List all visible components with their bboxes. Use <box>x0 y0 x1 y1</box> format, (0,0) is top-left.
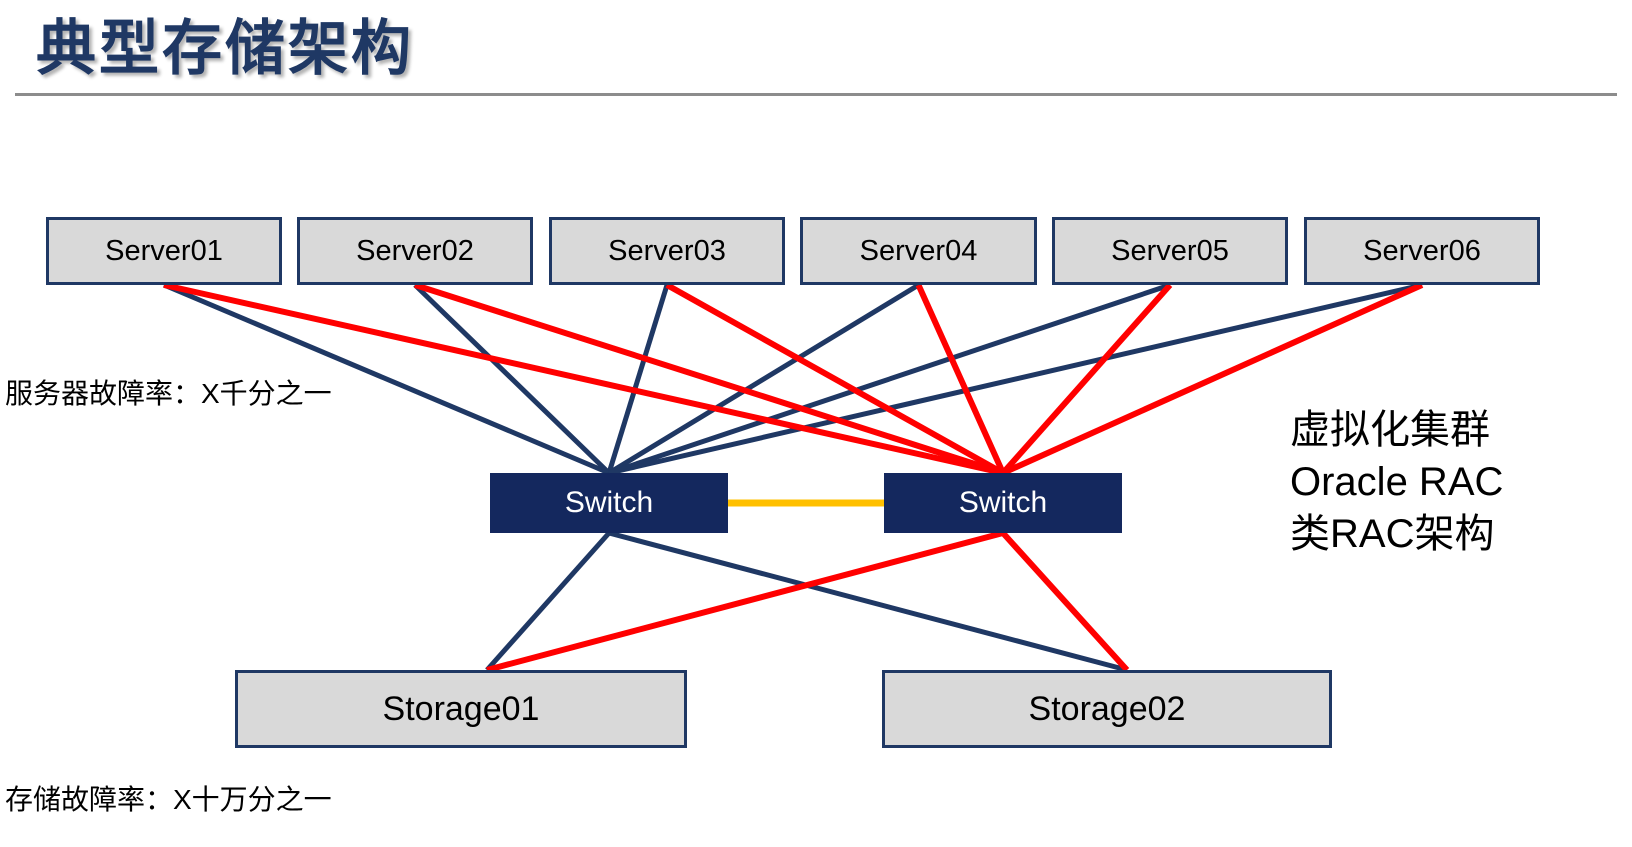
server-box-server05: Server05 <box>1052 217 1288 285</box>
cluster-note: 虚拟化集群 Oracle RAC 类RAC架构 <box>1290 404 1540 560</box>
link-switch-left-storage02 <box>608 530 1128 673</box>
server-box-server01: Server01 <box>46 217 282 285</box>
storage-box-storage01: Storage01 <box>235 670 687 748</box>
link-server03-switch-right <box>665 282 1005 476</box>
server-failure-rate-note: 服务器故障率：X千分之一 <box>5 378 332 409</box>
link-server05-switch-right <box>1000 283 1173 475</box>
switch-box-switch-right: Switch <box>884 473 1122 533</box>
link-switch-left-storage01 <box>485 531 611 672</box>
storage-label: Storage02 <box>1028 689 1186 728</box>
link-server04-switch-right <box>915 283 1006 475</box>
link-server03-switch-left <box>606 284 670 474</box>
storage-box-storage02: Storage02 <box>882 670 1332 748</box>
server-label: Server01 <box>105 234 223 267</box>
server-box-server03: Server03 <box>549 217 785 285</box>
link-server02-switch-left <box>413 283 611 475</box>
link-server01-switch-right <box>163 282 1004 476</box>
storage-failure-rate-note: 存储故障率：X十万分之一 <box>5 784 332 815</box>
switch-label: Switch <box>564 486 654 519</box>
server-box-server04: Server04 <box>800 217 1037 285</box>
switch-label: Switch <box>958 486 1048 519</box>
cluster-note-line-1: 虚拟化集群 <box>1290 408 1490 452</box>
server-label: Server02 <box>356 234 474 267</box>
link-switch-right-storage01 <box>486 530 1004 673</box>
switch-box-switch-left: Switch <box>490 473 728 533</box>
page-title: 典型存储架构 <box>36 15 414 82</box>
cluster-note-line-2: Oracle RAC <box>1290 460 1504 504</box>
link-server06-switch-left <box>608 282 1423 476</box>
server-label: Server05 <box>1111 234 1229 267</box>
server-box-server06: Server06 <box>1304 217 1540 285</box>
link-switch-right-storage02 <box>1000 530 1130 673</box>
storage-label: Storage01 <box>382 689 540 728</box>
link-server01-switch-left <box>163 282 610 476</box>
link-server05-switch-left <box>608 282 1171 476</box>
cluster-note-line-3: 类RAC架构 <box>1290 512 1495 556</box>
title-divider <box>15 93 1617 96</box>
link-server06-switch-right <box>1001 282 1424 476</box>
server-label: Server04 <box>859 234 978 267</box>
server-label: Server03 <box>608 234 726 267</box>
server-box-server02: Server02 <box>297 217 533 285</box>
server-label: Server06 <box>1363 234 1481 267</box>
link-server02-switch-right <box>414 282 1004 476</box>
link-server04-switch-left <box>607 282 920 476</box>
